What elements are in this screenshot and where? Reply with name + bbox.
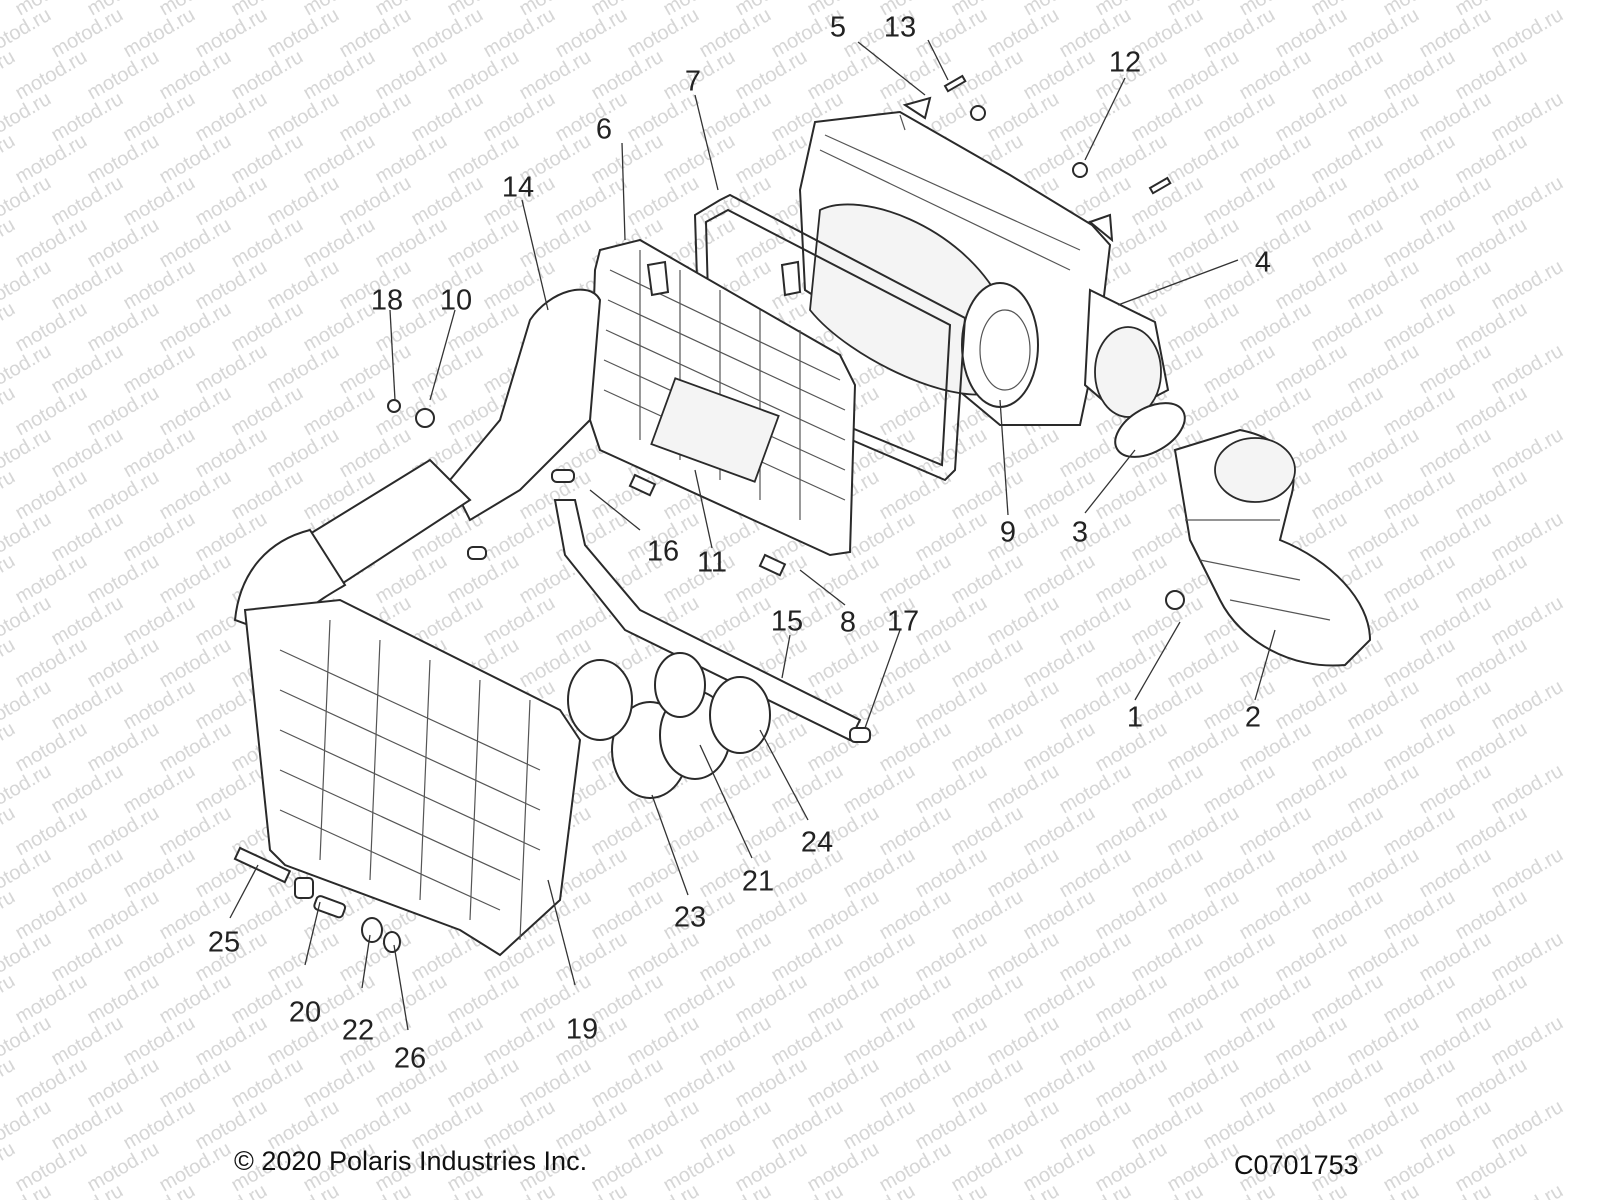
callout-16: 16 bbox=[646, 535, 680, 568]
callout-11: 11 bbox=[696, 546, 728, 579]
callout-21: 21 bbox=[741, 865, 775, 898]
callout-7: 7 bbox=[684, 65, 702, 98]
callout-14: 14 bbox=[501, 171, 535, 204]
washer-part bbox=[415, 408, 435, 428]
intake-duct-part bbox=[448, 288, 602, 522]
drain-hose-part bbox=[553, 499, 862, 742]
clamp-part bbox=[709, 676, 771, 754]
callout-24: 24 bbox=[800, 826, 834, 859]
inlet-elbow-part bbox=[1173, 428, 1372, 667]
callout-4: 4 bbox=[1254, 246, 1272, 279]
clip-part bbox=[758, 553, 787, 577]
bolt-part bbox=[943, 74, 967, 93]
clamp-part bbox=[654, 652, 706, 718]
callout-26: 26 bbox=[393, 1042, 427, 1075]
callout-2: 2 bbox=[1244, 701, 1262, 734]
callout-19: 19 bbox=[565, 1013, 599, 1046]
callout-6: 6 bbox=[595, 113, 613, 146]
air-filter-part bbox=[809, 203, 1039, 408]
clamp-part bbox=[567, 659, 633, 741]
nut-part bbox=[383, 931, 401, 953]
callout-18: 18 bbox=[370, 284, 404, 317]
screw-part bbox=[1072, 162, 1088, 178]
clip-part bbox=[628, 473, 657, 497]
copyright-text: © 2020 Polaris Industries Inc. bbox=[234, 1146, 588, 1176]
callout-25: 25 bbox=[207, 926, 241, 959]
callout-8: 8 bbox=[839, 606, 857, 639]
leader-lines bbox=[229, 39, 1276, 1031]
bolt-part bbox=[1148, 176, 1172, 195]
callout-20: 20 bbox=[288, 996, 322, 1029]
sleeve-part bbox=[313, 895, 347, 919]
pushpin-part bbox=[1165, 590, 1185, 610]
callout-17: 17 bbox=[886, 605, 920, 638]
clamp-part bbox=[849, 727, 871, 743]
resonator-box-part bbox=[243, 598, 582, 957]
callout-23: 23 bbox=[673, 901, 707, 934]
screw-part bbox=[970, 105, 986, 121]
screw-part bbox=[387, 399, 401, 413]
callout-10: 10 bbox=[439, 284, 473, 317]
callout-9: 9 bbox=[999, 516, 1017, 549]
callout-1: 1 bbox=[1126, 701, 1144, 734]
callout-15: 15 bbox=[770, 605, 804, 638]
callout-3: 3 bbox=[1071, 516, 1089, 549]
grommet-part bbox=[361, 917, 383, 943]
spacer-part bbox=[294, 877, 314, 899]
callout-12: 12 bbox=[1108, 46, 1142, 79]
callout-22: 22 bbox=[341, 1014, 375, 1047]
callout-5: 5 bbox=[829, 11, 847, 44]
clamp-part bbox=[1114, 402, 1186, 458]
clamp-part bbox=[551, 469, 575, 483]
bolt-part bbox=[233, 846, 292, 884]
clamp-part bbox=[467, 546, 487, 560]
callout-13: 13 bbox=[883, 11, 917, 44]
drawing-code: C0701753 bbox=[1234, 1150, 1359, 1180]
